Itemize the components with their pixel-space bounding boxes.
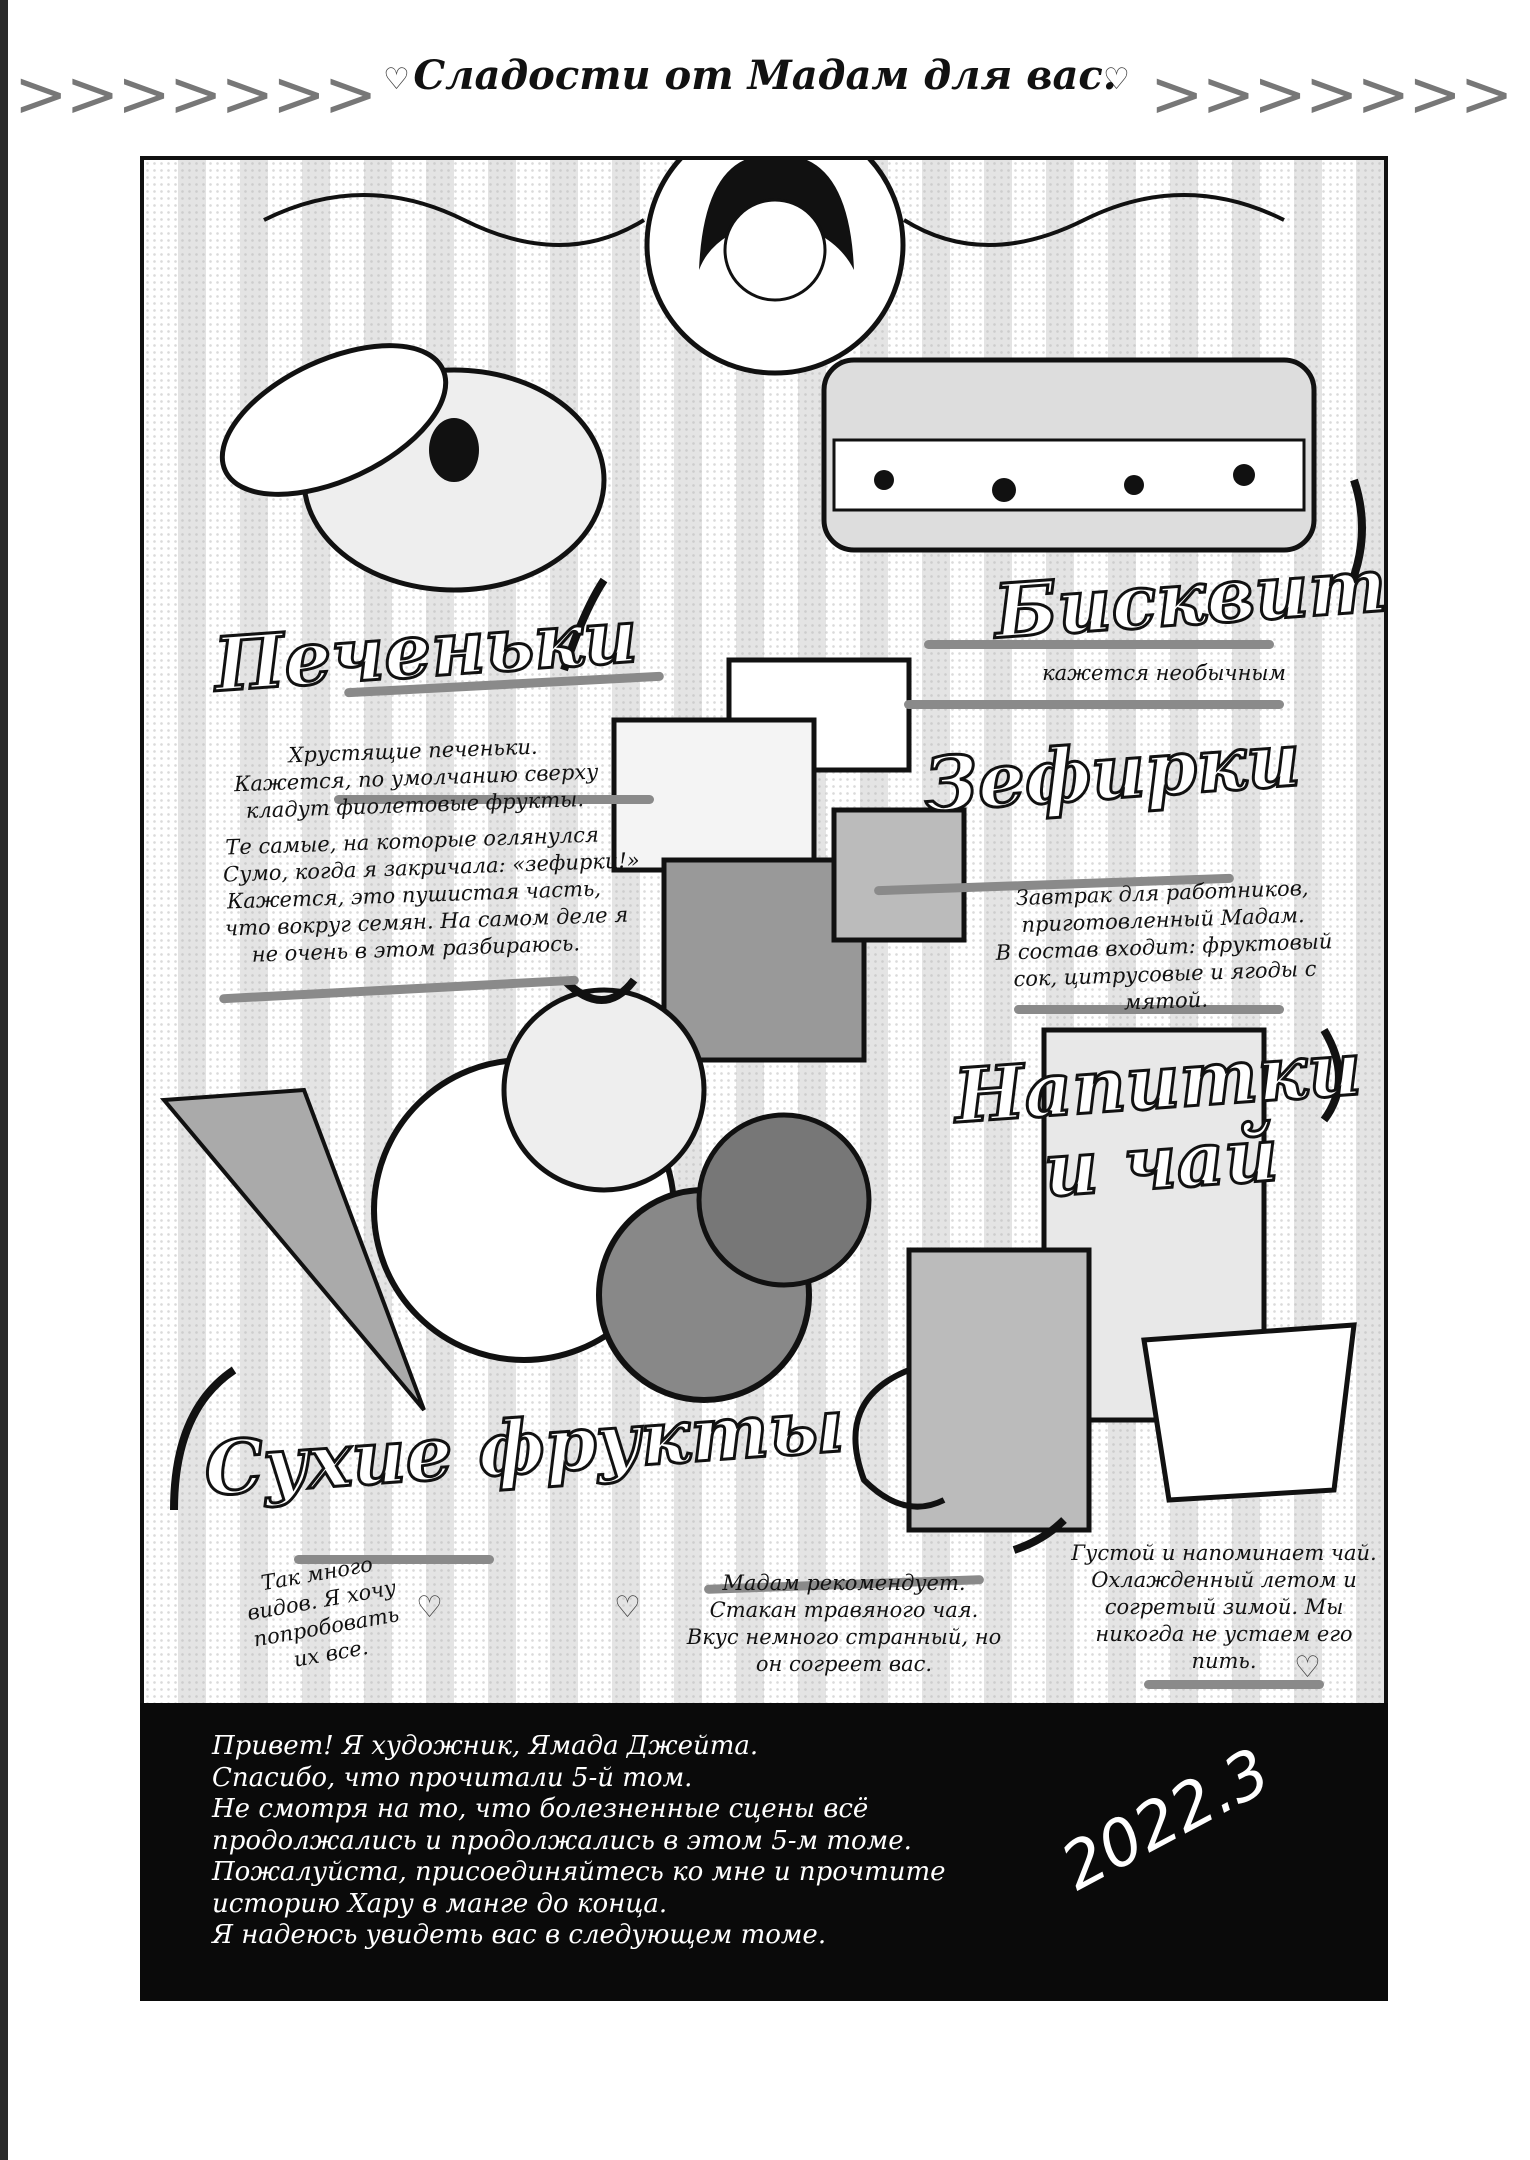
afterword-text: Привет! Я художник, Ямада Джейта. Спасиб… [212,1731,946,1950]
biscuit-caption: кажется необычным [1042,661,1286,685]
chevron-decoration-right: >>>>>>> [1150,58,1513,132]
heading-drinks-2: и чай [1040,1110,1283,1215]
tea-caption: Мадам рекомендует.Стакан травяного чая.В… [686,1571,1002,1676]
page-title: Сладости от Мадам для вас. [413,52,1117,99]
heart-icon: ♡ [383,62,410,97]
heart-icon: ♡ [416,1590,443,1625]
illustration-panel: Печеньки Бисквит Зефирки Напитки и чай С… [140,156,1388,2001]
thick-drink-caption: Густой и напоминает чай.Охлажденный лето… [1071,1541,1377,1673]
page-edge [0,0,8,2160]
heart-icon: ♡ [1103,62,1130,97]
heart-icon: ♡ [614,1590,641,1625]
afterword-box: Привет! Я художник, Ямада Джейта. Спасиб… [140,1703,1388,2001]
cookies-caption-1: Хрустящие печеньки.Кажется, по умолчанию… [233,734,599,823]
cup-drawing [1141,1322,1357,1503]
tea-glass-drawing [906,1247,1092,1533]
marshmallow-caption: Завтрак для работников,приготовленный Ма… [995,875,1333,1015]
food-illustrations [159,160,1366,1554]
heart-icon: ♡ [1294,1650,1321,1685]
chevron-decoration-left: >>>>>>> [14,58,377,132]
signature-date: 2022.3 [1049,1734,1283,1906]
